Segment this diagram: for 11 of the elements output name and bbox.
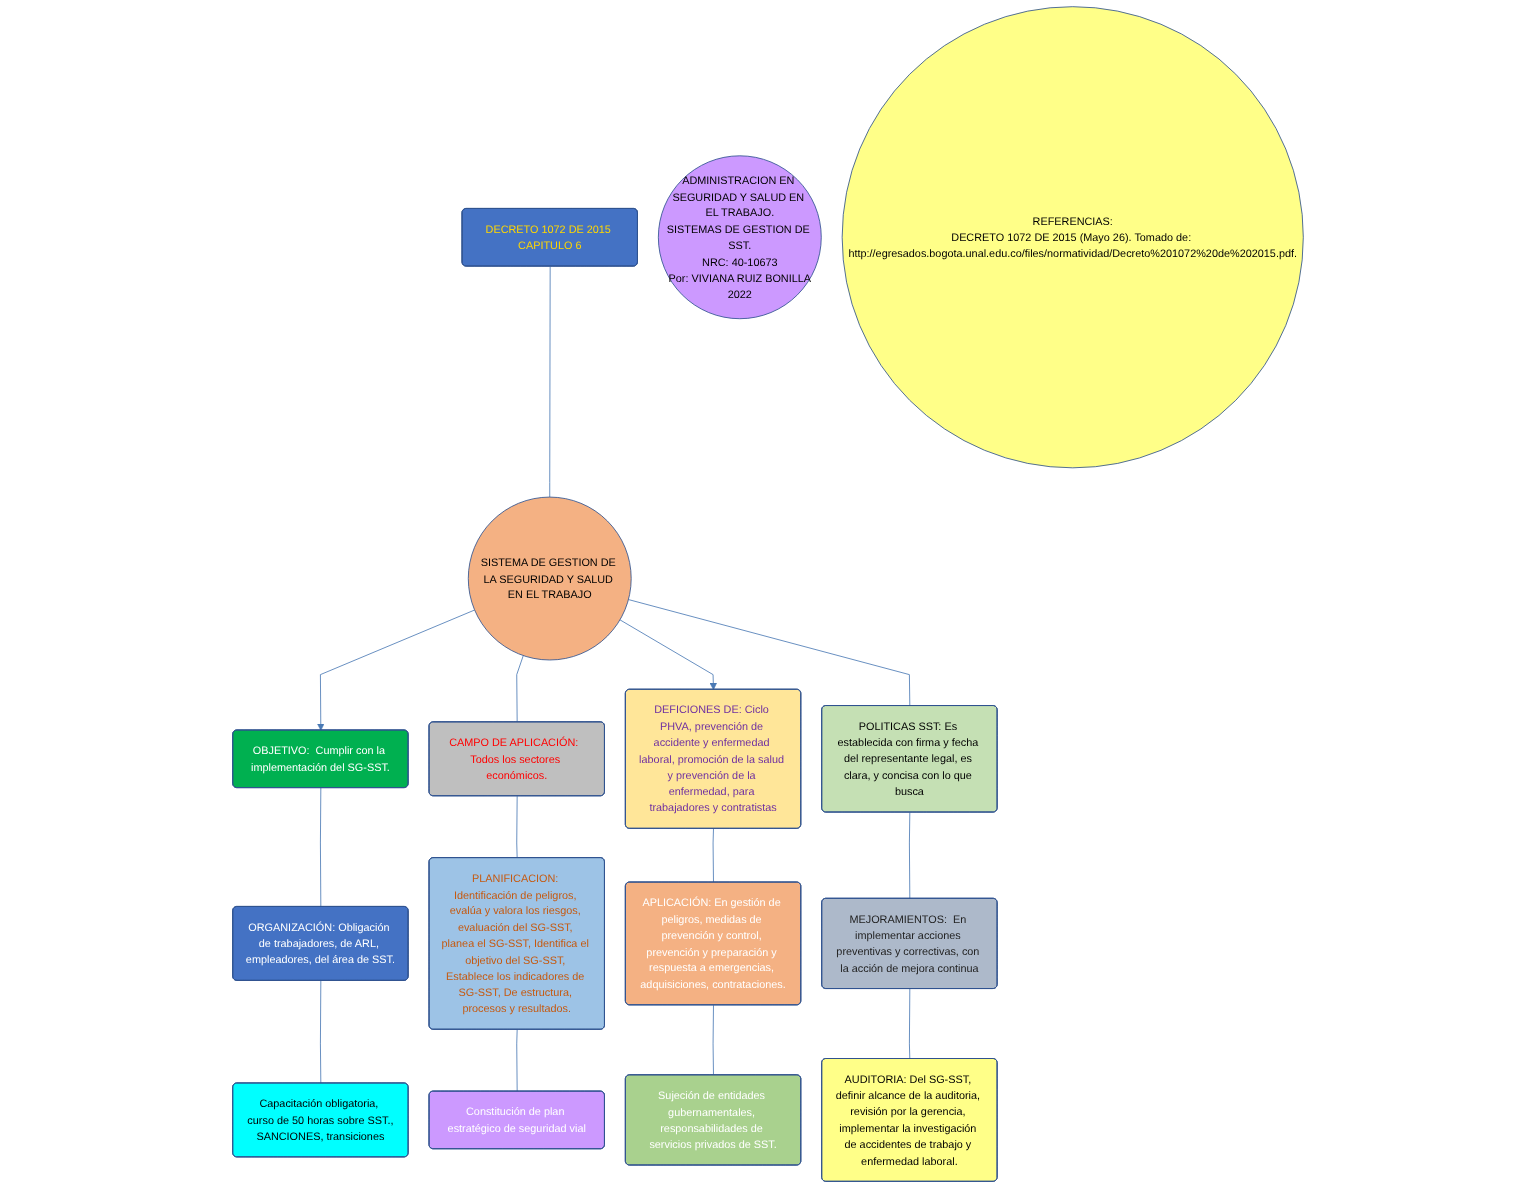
connector xyxy=(320,980,322,1084)
connector xyxy=(516,795,518,859)
connector xyxy=(549,266,551,498)
connector xyxy=(516,1029,518,1092)
connector xyxy=(712,1004,714,1076)
connector xyxy=(516,655,524,723)
connector xyxy=(628,599,911,707)
connector xyxy=(712,828,714,883)
connector xyxy=(909,988,911,1060)
connector xyxy=(320,787,322,908)
connector xyxy=(909,812,911,900)
